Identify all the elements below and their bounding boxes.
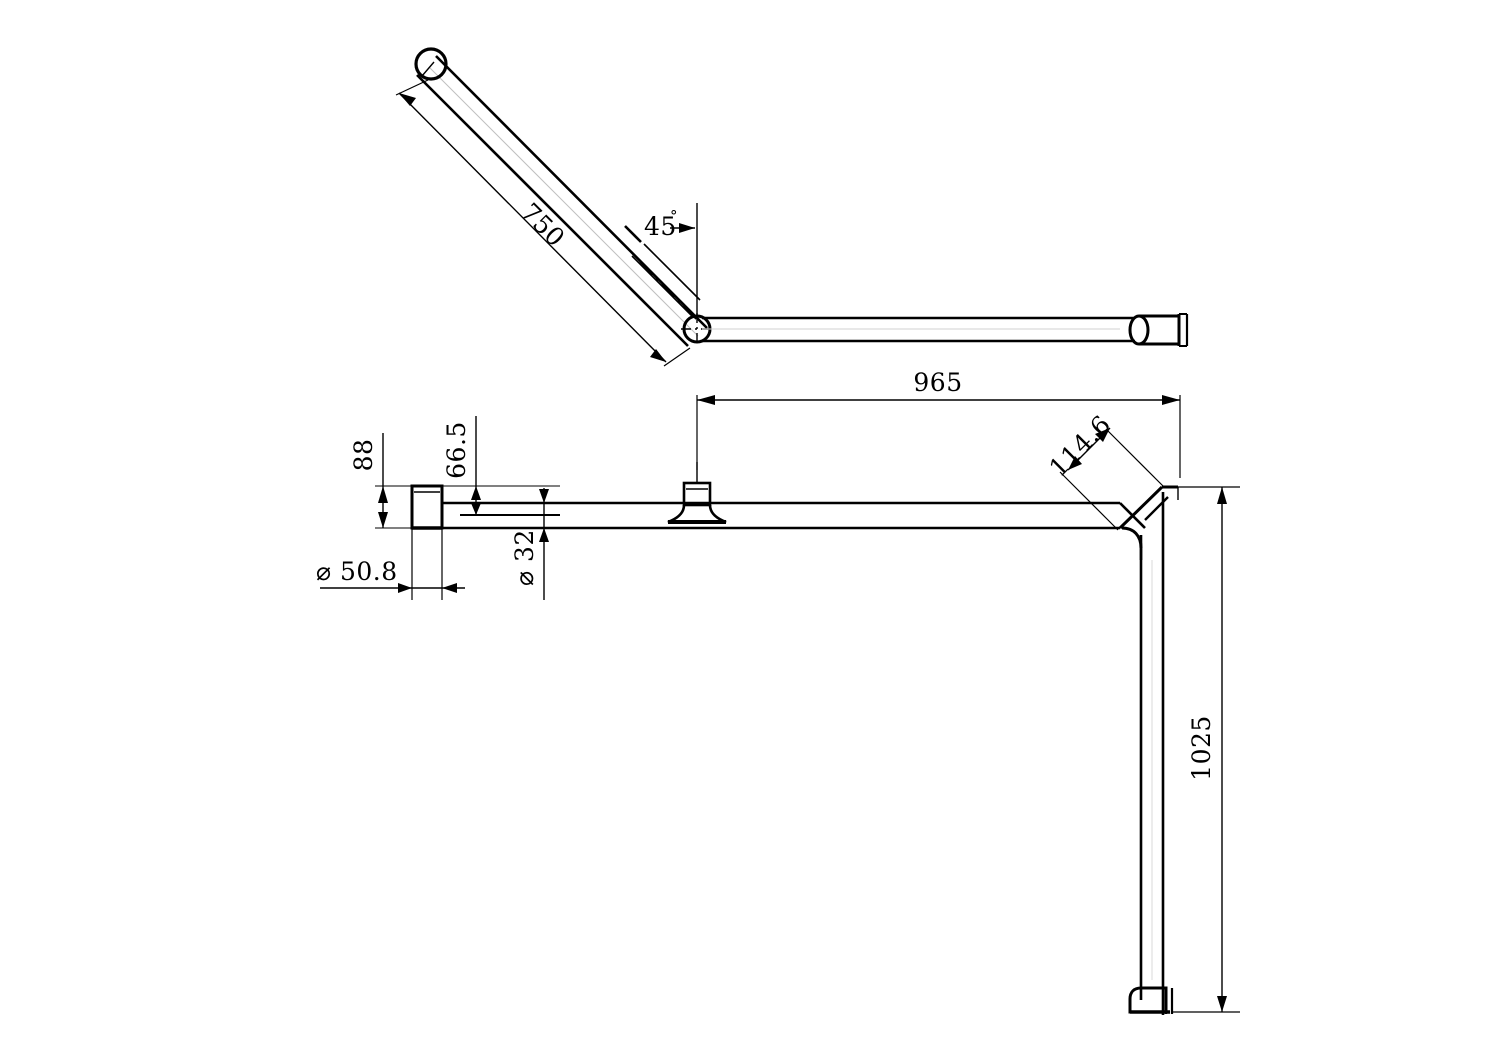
vertical-rail bbox=[1139, 492, 1165, 1015]
dimension-1025-label: 1025 bbox=[1187, 715, 1216, 781]
dimension-45-deg: 45 ° bbox=[624, 203, 698, 318]
dimension-45-label: 45 bbox=[644, 212, 677, 241]
right-end-flange bbox=[1128, 313, 1189, 347]
dimension-dia-50-8: ⌀ 50.8 bbox=[316, 528, 465, 600]
dimension-66-5-label: 66.5 bbox=[442, 421, 471, 479]
dimension-66-5: 66.5 bbox=[442, 416, 560, 516]
end-flange-circle bbox=[414, 47, 448, 81]
dimension-965: 965 bbox=[696, 368, 1181, 478]
dimension-114-6: 114.6 bbox=[1044, 410, 1164, 531]
center-support-bracket bbox=[667, 462, 727, 524]
front-view-group: 965 88 66.5 ⌀ 50.8 bbox=[316, 368, 1240, 1015]
dimension-750-label: 750 bbox=[515, 197, 570, 252]
dimension-88-label: 88 bbox=[349, 439, 378, 472]
top-view-group: 750 45 ° bbox=[395, 47, 1189, 367]
diagonal-arm bbox=[416, 55, 708, 347]
wall-flange-left bbox=[410, 484, 444, 530]
dimension-dia-32-label: ⌀ 32 bbox=[510, 529, 539, 586]
dimension-dia-32: ⌀ 32 bbox=[510, 488, 549, 600]
horizontal-arm bbox=[702, 316, 1135, 343]
bottom-end-flange bbox=[1128, 986, 1174, 1014]
corner-elbow bbox=[1118, 485, 1179, 560]
degree-symbol-icon: ° bbox=[670, 207, 678, 225]
dimension-114-6-label: 114.6 bbox=[1044, 410, 1117, 483]
dimension-88: 88 bbox=[349, 433, 442, 529]
dimension-1025: 1025 bbox=[1172, 486, 1240, 1013]
dimension-965-label: 965 bbox=[913, 368, 962, 397]
dimension-dia-50-8-label: ⌀ 50.8 bbox=[316, 557, 398, 586]
